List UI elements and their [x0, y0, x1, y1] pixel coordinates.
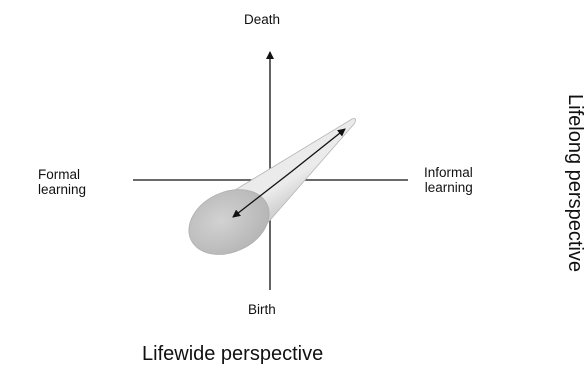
- formal-label-line1: Formal: [38, 167, 86, 182]
- lifewide-perspective-caption: Lifewide perspective: [142, 343, 323, 365]
- informal-learning-label: Informal learning: [424, 165, 473, 195]
- lifelong-perspective-caption: Lifelong perspective: [564, 94, 586, 272]
- formal-label-line2: learning: [38, 182, 86, 197]
- informal-label-line1: Informal: [424, 165, 473, 180]
- birth-label: Birth: [248, 302, 276, 317]
- informal-label-line2: learning: [424, 180, 473, 195]
- death-label: Death: [244, 12, 280, 27]
- formal-learning-label: Formal learning: [38, 167, 86, 197]
